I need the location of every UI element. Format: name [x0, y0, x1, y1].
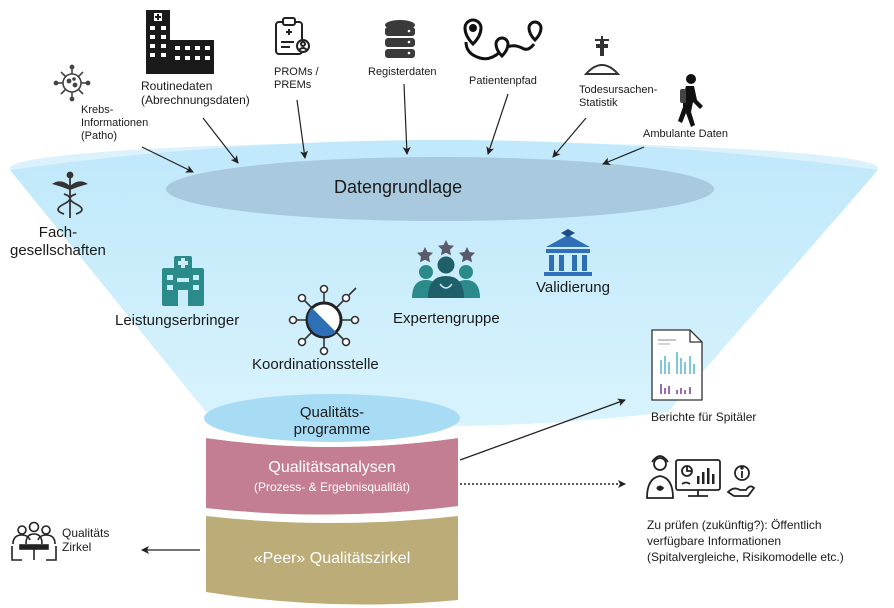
arrow-proms — [296, 99, 309, 159]
label-qualitaetsprogramme: Qualitäts-programme — [293, 404, 371, 439]
label-berichte: Berichte für Spitäler — [651, 410, 757, 424]
arrow-krebs — [141, 146, 194, 173]
cylinder-analysen — [206, 438, 458, 515]
label-datengrundlage: Datengrundlage — [334, 177, 463, 197]
cylinder-gap-2 — [206, 506, 458, 523]
label-todesursachen: Todesursachen-Statistik — [579, 84, 658, 110]
label-leistungserbringer: Leistungserbringer — [115, 312, 240, 329]
label-proms: PROMs /PREMs — [274, 66, 319, 92]
report-document-icon — [651, 329, 703, 401]
label-routinedaten: Routinedaten(Abrechnungsdaten) — [141, 79, 250, 108]
grave-icon — [583, 36, 621, 75]
label-registerdaten: Registerdaten — [368, 66, 437, 78]
label-qualitaetsanalysen: Qualitätsanalysen — [268, 459, 396, 476]
public-information-icon — [646, 455, 756, 499]
label-validierung: Validierung — [536, 279, 610, 296]
label-krebs: Krebs-Informationen(Patho) — [81, 104, 149, 143]
cylinder-zirkel — [206, 502, 458, 605]
arrow-ambulant — [602, 146, 645, 166]
label-expertengruppe: Expertengruppe — [393, 310, 500, 327]
hospital-building-icon — [146, 10, 214, 74]
label-peer-qualitaetszirkel: «Peer» Qualitätszirkel — [253, 550, 411, 567]
meeting-circle-icon — [11, 521, 57, 561]
caduceus-icon — [52, 171, 88, 218]
network-hub-icon — [288, 284, 360, 356]
clipboard-icon — [275, 17, 310, 55]
walking-person-icon — [678, 74, 703, 127]
arrow-tod — [552, 117, 587, 158]
cylinder-programme — [204, 394, 460, 442]
patient-path-icon — [463, 18, 543, 61]
label-patientenpfad: Patientenpfad — [469, 75, 537, 87]
arrow-register — [402, 83, 411, 155]
label-analysen-sub: (Prozess- & Ergebnisqualität) — [253, 480, 411, 494]
arrow-pfad — [486, 93, 509, 155]
label-koordinationsstelle: Koordinationsstelle — [252, 356, 379, 373]
institution-icon — [544, 229, 592, 276]
cylinder-gap-1 — [206, 430, 458, 447]
database-icon — [385, 20, 415, 58]
expert-group-icon — [412, 240, 480, 298]
label-fachgesellschaften: Fach-gesellschaften — [10, 224, 106, 259]
datengrundlage-ellipse — [166, 157, 714, 221]
arrow-berichte — [459, 398, 626, 461]
arrow-routine — [202, 117, 239, 164]
virus-icon — [53, 64, 91, 102]
hospital-icon — [162, 256, 204, 306]
label-ambulante-daten: Ambulante Daten — [643, 128, 728, 140]
